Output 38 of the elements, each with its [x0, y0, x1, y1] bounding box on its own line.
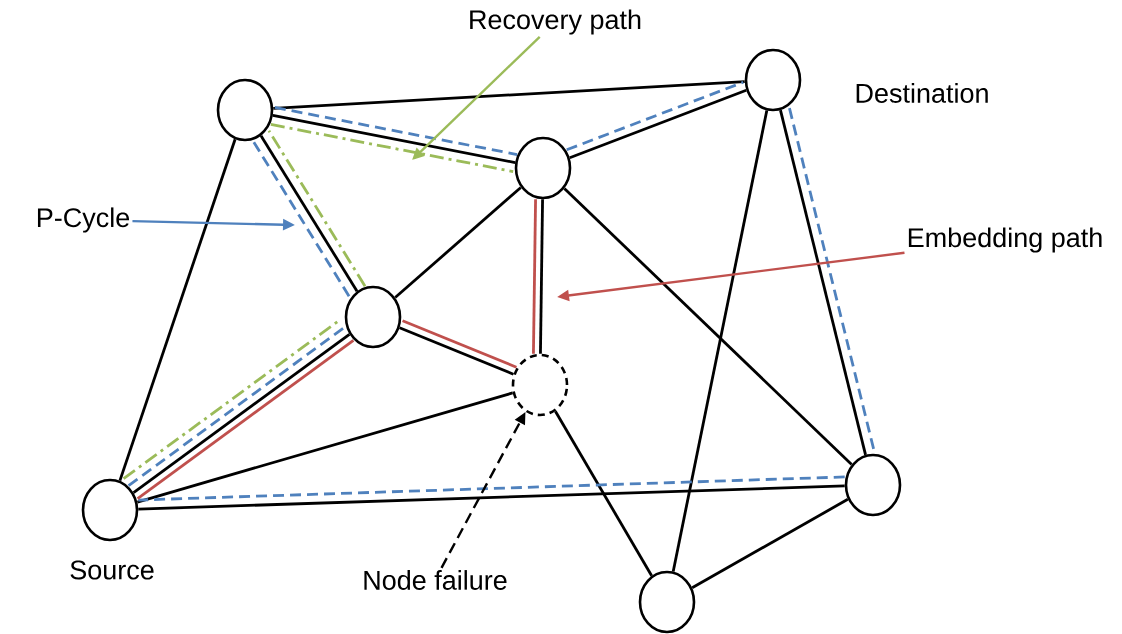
annotation-label: Embedding path: [908, 227, 1102, 253]
node-caption: Source: [70, 560, 154, 580]
link-line: [563, 187, 853, 466]
link-line: [691, 498, 849, 589]
path-line: [267, 130, 367, 287]
link-line: [273, 80, 745, 110]
link-line: [671, 110, 769, 572]
leader-arrow: [412, 35, 541, 160]
link-line: [138, 484, 845, 511]
link-line: [272, 114, 516, 164]
path-line: [138, 475, 845, 502]
path-line: [270, 123, 514, 173]
node-circle: [638, 570, 696, 634]
node-circle: [216, 78, 274, 142]
link-line: [779, 109, 867, 456]
failed-node-circle: [511, 353, 569, 417]
link-line: [539, 199, 544, 354]
node-circle: [344, 285, 402, 349]
link-line: [569, 88, 747, 160]
link-line: [394, 186, 522, 299]
annotation-label: Recovery path: [470, 9, 641, 35]
node-circle: [514, 136, 572, 200]
path-line: [402, 319, 517, 369]
node-circle: [81, 478, 139, 542]
link-line: [137, 391, 514, 504]
link-line: [554, 410, 653, 577]
node-circle: [744, 48, 802, 112]
link-line: [399, 326, 514, 376]
path-line: [532, 199, 537, 354]
node-caption: Destination: [856, 83, 988, 103]
path-line: [274, 106, 518, 156]
path-line: [566, 80, 744, 152]
link-line: [118, 138, 237, 482]
annotation-label: Node failure: [364, 570, 507, 590]
path-line: [251, 140, 351, 297]
link-line: [259, 135, 359, 292]
node-circle: [844, 453, 902, 517]
annotation-label: P-Cycle: [37, 207, 130, 233]
